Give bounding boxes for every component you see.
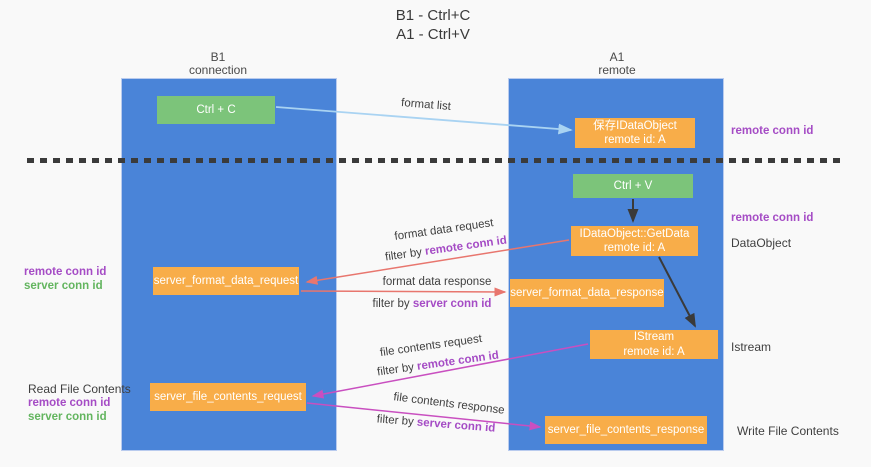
left-margin-format-ids: remote conn id server conn id <box>24 265 106 293</box>
left-server-conn-id-label: server conn id <box>24 280 103 292</box>
node-save-idataobject: 保存IDataObject remote id: A <box>575 118 695 148</box>
label-format-data-response: format data response <box>382 276 492 288</box>
label-file-contents-response: file contents response <box>392 391 506 417</box>
right-remote-conn-id-top: remote conn id <box>731 125 814 137</box>
label-format-list: format list <box>400 97 452 113</box>
node-istream-line2: remote id: A <box>623 345 685 358</box>
node-ctrl-c: Ctrl + C <box>157 96 275 124</box>
lifeline-header-b1: B1 connection <box>189 51 247 77</box>
node-idataobject-getdata: IDataObject::GetData remote id: A <box>571 226 698 256</box>
right-istream-label: Istream <box>731 340 772 354</box>
diagram-title: B1 - Ctrl+C A1 - Ctrl+V <box>396 6 471 44</box>
node-server-format-data-response: server_format_data_response <box>510 279 664 307</box>
phase-separator-dashed-line <box>27 158 845 163</box>
title-line-a1: A1 - Ctrl+V <box>396 26 470 43</box>
node-server-format-data-request-label: server_format_data_request <box>153 274 299 287</box>
right-dataobject-label: DataObject <box>731 236 792 250</box>
filter-by-text: filter by <box>372 298 410 310</box>
node-server-file-contents-request-label: server_file_contents_request <box>154 390 302 403</box>
server-conn-id-text: server conn id <box>416 416 496 435</box>
node-ctrl-c-label: Ctrl + C <box>196 103 236 116</box>
node-server-file-contents-response: server_file_contents_response <box>545 416 707 444</box>
lifeline-a1-name: A1 <box>609 50 625 64</box>
lifeline-header-a1: A1 remote <box>598 51 635 77</box>
lifeline-b1-name: B1 <box>210 50 226 64</box>
right-remote-conn-id-mid: remote conn id <box>731 212 814 224</box>
left-remote-conn-id-label-2: remote conn id <box>28 397 111 409</box>
node-ctrl-v-label: Ctrl + V <box>613 179 653 192</box>
left-margin-file-ids: Read File Contents remote conn id server… <box>28 382 131 424</box>
node-istream-line1: IStream <box>633 331 675 344</box>
lifeline-b1-role: connection <box>188 63 248 77</box>
label-filter-by-server-conn-id-2: filter by server conn id <box>376 413 495 434</box>
node-server-format-data-response-label: server_format_data_response <box>510 286 664 299</box>
filter-by-text: filter by <box>376 361 415 379</box>
node-idataobject-getdata-line1: IDataObject::GetData <box>579 227 690 240</box>
remote-conn-id-text: remote conn id <box>416 349 500 373</box>
left-server-conn-id-label-2: server conn id <box>28 411 107 423</box>
title-line-b1: B1 - Ctrl+C <box>395 7 471 24</box>
left-remote-conn-id-label: remote conn id <box>24 266 107 278</box>
node-server-file-contents-request: server_file_contents_request <box>150 383 306 411</box>
node-server-format-data-request: server_format_data_request <box>153 267 299 295</box>
filter-by-text: filter by <box>384 246 423 264</box>
node-server-file-contents-response-label: server_file_contents_response <box>547 423 705 436</box>
write-file-contents-label: Write File Contents <box>737 424 839 438</box>
remote-conn-id-text: remote conn id <box>424 234 508 258</box>
read-file-contents-label: Read File Contents <box>28 382 131 396</box>
lifeline-a1-role: remote <box>598 63 636 77</box>
node-istream: IStream remote id: A <box>590 330 718 359</box>
node-save-idataobject-line2: remote id: A <box>604 134 666 146</box>
node-save-idataobject-line1: 保存IDataObject <box>593 119 677 132</box>
label-filter-by-server-conn-id-1: filter by server conn id <box>373 298 492 310</box>
filter-by-text: filter by <box>376 413 415 429</box>
node-idataobject-getdata-line2: remote id: A <box>603 242 666 254</box>
server-conn-id-text: server conn id <box>412 298 492 310</box>
node-ctrl-v: Ctrl + V <box>573 174 693 198</box>
